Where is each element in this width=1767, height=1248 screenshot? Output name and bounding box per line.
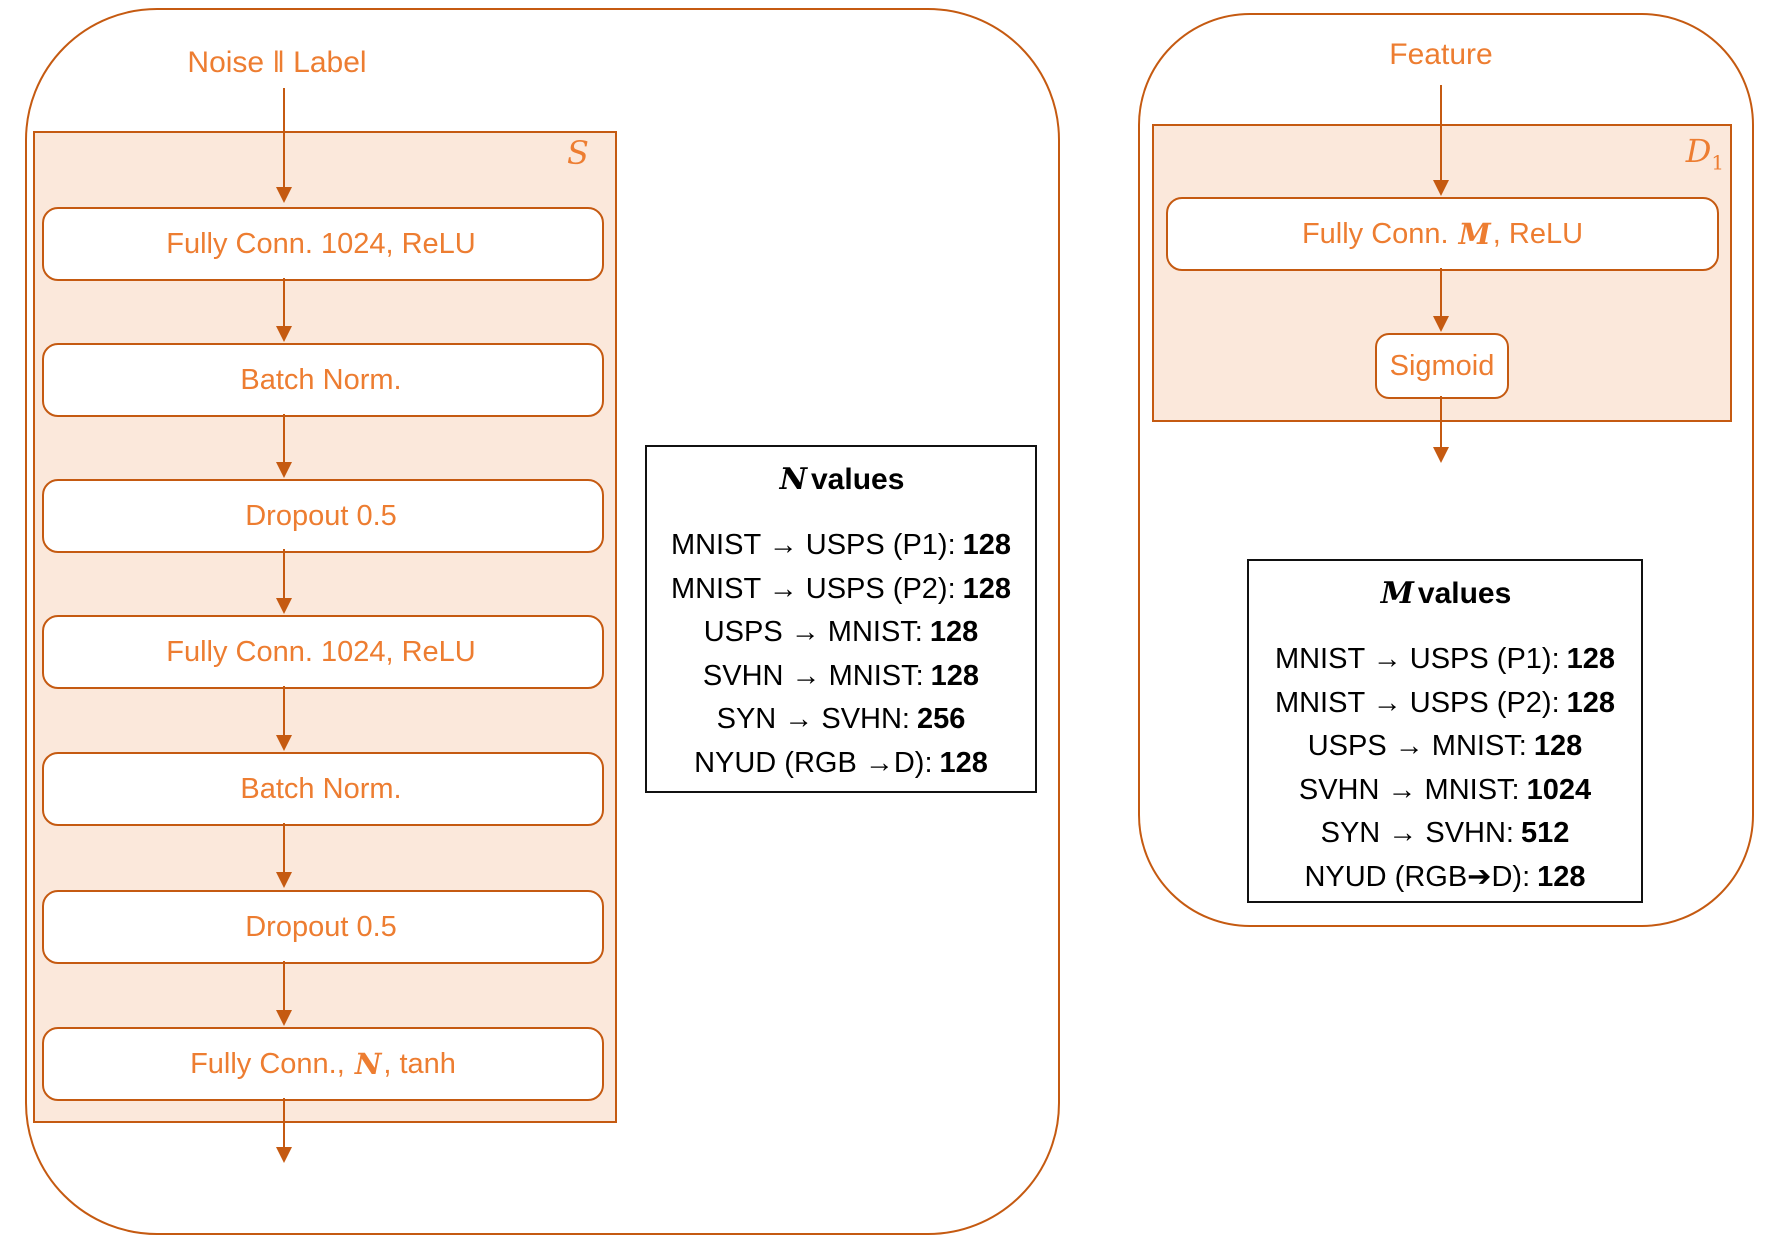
flow-arrow-icon <box>1433 268 1449 332</box>
table-row: SYN → SVHN:512 <box>1320 817 1570 849</box>
table-row: SYN → SVHN:256 <box>716 703 966 735</box>
flow-arrow-icon <box>276 88 292 203</box>
m-values-rows: MNIST → USPS (P1):128 MNIST → USPS (P2):… <box>1249 638 1641 899</box>
table-row: NYUD (RGB➔D):128 <box>1304 860 1586 893</box>
flow-arrow-icon <box>276 961 292 1026</box>
flow-arrow-icon <box>1433 396 1449 463</box>
layer-batch-norm-1: Batch Norm. <box>42 343 604 417</box>
table-row: USPS → MNIST:128 <box>1307 730 1583 762</box>
flow-arrow-icon <box>276 1098 292 1163</box>
discriminator-block-label: D1 <box>1685 132 1724 175</box>
layer-fully-conn-1024-relu-1: Fully Conn. 1024, ReLU <box>42 207 604 281</box>
n-values-rows: MNIST → USPS (P1):128 MNIST → USPS (P2):… <box>647 524 1035 785</box>
discriminator-input-label: Feature <box>1389 38 1493 71</box>
layer-dropout-1: Dropout 0.5 <box>42 479 604 553</box>
flow-arrow-icon <box>276 686 292 751</box>
table-row: MNIST → USPS (P1):128 <box>1274 643 1616 675</box>
table-row: MNIST → USPS (P2):128 <box>670 572 1012 605</box>
table-row: MNIST → USPS (P2):128 <box>1274 686 1616 719</box>
flow-arrow-icon <box>276 278 292 342</box>
flow-arrow-icon <box>276 414 292 478</box>
table-row: SVHN → MNIST:128 <box>702 659 980 692</box>
table-row: MNIST → USPS (P1):128 <box>670 529 1012 561</box>
flow-arrow-icon <box>276 823 292 888</box>
layer-sigmoid: Sigmoid <box>1375 333 1509 399</box>
table-row: NYUD (RGB →D):128 <box>694 746 988 779</box>
generator-block-label: S <box>567 134 589 172</box>
layer-batch-norm-2: Batch Norm. <box>42 752 604 826</box>
layer-dropout-2: Dropout 0.5 <box>42 890 604 964</box>
table-row: SVHN → MNIST:1024 <box>1298 773 1592 806</box>
layer-fully-conn-n-tanh: Fully Conn., N, tanh <box>42 1027 604 1101</box>
flow-arrow-icon <box>1433 85 1449 196</box>
table-row: USPS → MNIST:128 <box>703 616 979 648</box>
flow-arrow-icon <box>276 549 292 614</box>
layer-fully-conn-m-relu: Fully Conn. M, ReLU <box>1166 197 1719 271</box>
generator-input-label: Noise ‖ Label <box>187 46 367 79</box>
layer-fully-conn-1024-relu-2: Fully Conn. 1024, ReLU <box>42 615 604 689</box>
